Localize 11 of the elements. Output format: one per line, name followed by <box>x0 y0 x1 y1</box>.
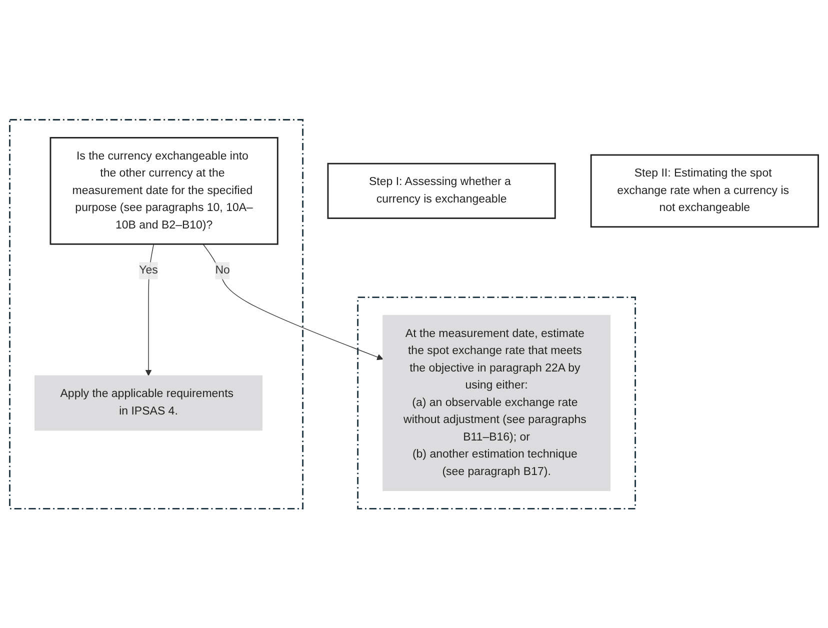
cluster <box>357 296 636 510</box>
cluster <box>9 118 304 510</box>
node-box: Is the currency exchangeable into the other currency at the measurement date for the specified purpose (see paragraphs 10, 10A–10B and B2–B10)? <box>50 136 278 245</box>
arrow <box>202 244 384 360</box>
node-box: Step II: Estimating the spot exchange rate when a currency is not exchangeable <box>590 154 819 228</box>
edge-label: Yes <box>139 264 158 276</box>
node-box: Step I: Assessing whether a currency is exchangeable <box>327 162 556 219</box>
node-box: At the measurement date, estimate the spot exchange rate that meets the objective in paragraph 22A by using either: (a) an observable exchange rate without adjustment (see paragraphs B11–B16); or (b) another estimation technique (see paragraph B17). <box>382 314 610 491</box>
edge-label: No <box>215 264 230 276</box>
node-box: Apply the applicable requirements in IPSAS 4. <box>34 375 262 430</box>
arrow <box>145 244 154 376</box>
